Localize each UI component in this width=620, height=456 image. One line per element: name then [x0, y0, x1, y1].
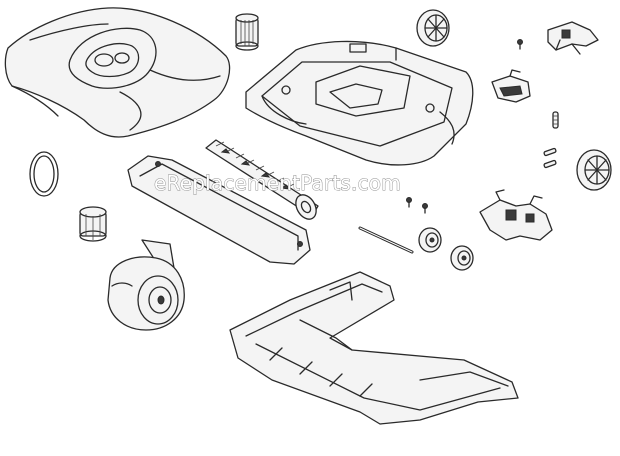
- screws-pair: [406, 197, 428, 214]
- watermark-text: eReplacementParts.com: [154, 171, 401, 195]
- belt: [29, 151, 59, 197]
- motor-pulley: [79, 206, 107, 242]
- axle-rod: [358, 226, 414, 254]
- small-pins: [543, 147, 557, 169]
- bumper-strip: [127, 155, 311, 265]
- rear-wheel-right: [576, 149, 612, 191]
- filter-cartridge: [235, 13, 259, 51]
- wheel-bracket-top: [547, 21, 599, 55]
- axle-pin: [552, 111, 559, 129]
- pedal-latch: [491, 69, 531, 103]
- wheel-bracket-right: [479, 189, 553, 241]
- rear-wheel-top: [416, 9, 450, 47]
- small-screw-top: [517, 39, 523, 50]
- front-wheel-right: [450, 245, 474, 271]
- bottom-plate: [229, 271, 519, 425]
- front-wheel-left: [418, 227, 442, 253]
- base-housing: [245, 40, 474, 166]
- motor-fan: [107, 239, 185, 331]
- hood-cover: [4, 7, 231, 138]
- brushroll: [205, 139, 319, 220]
